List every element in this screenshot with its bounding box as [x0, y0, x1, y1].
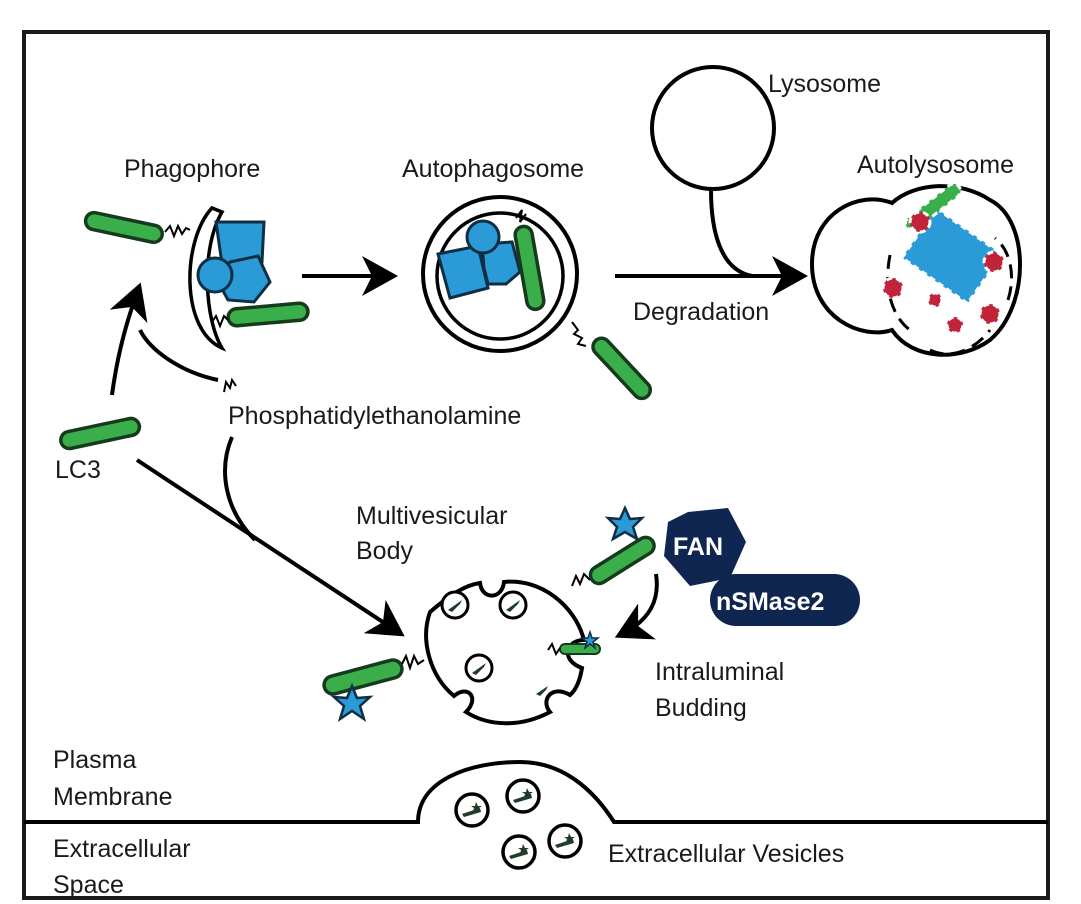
label-fan: FAN: [673, 533, 723, 561]
pe-linker-icon: [571, 572, 591, 587]
cargo-star: [604, 504, 646, 542]
extracellular-vesicle: [454, 792, 490, 828]
extracellular-vesicle: [505, 778, 541, 814]
extracellular-vesicle: [501, 834, 537, 870]
cargo-circle: [196, 256, 234, 294]
nsmase2-protein: [710, 574, 860, 626]
lysosome: [650, 65, 776, 191]
lc3-rod: [83, 210, 164, 245]
cargo-hexagon: [480, 240, 522, 286]
label-plasma-line2: Membrane: [53, 783, 173, 811]
lysosome-fusion-path: [709, 189, 753, 278]
label-extracellular-line1: Extracellular: [53, 835, 191, 863]
multivesicular-body: [424, 579, 601, 726]
pe-conjugation-curve-top: [138, 329, 219, 382]
extracellular-vesicle: [547, 823, 583, 859]
label-budding-line2: Budding: [655, 694, 747, 722]
label-nsmase2: nSMase2: [716, 588, 824, 616]
label-mvb-line1: Multivesicular: [356, 502, 507, 530]
budding-cargo-star: [579, 629, 601, 651]
degraded-fragment: [982, 250, 1006, 274]
label-lc3: LC3: [55, 456, 101, 484]
lc3-rod: [588, 535, 656, 586]
label-extracellular-line2: Space: [53, 871, 124, 899]
phagophore: [83, 205, 310, 352]
pe-linker-icon: [515, 209, 527, 223]
degraded-cargo: [881, 182, 1006, 335]
cargo-circle: [465, 219, 501, 255]
pe-linker-icon: [547, 641, 561, 657]
cell-boundary-frame: [22, 30, 1050, 900]
lc3-free-rod: [59, 416, 142, 451]
extracellular-vesicles: [454, 778, 583, 870]
label-autophagosome: Autophagosome: [402, 155, 584, 183]
label-budding-line1: Intraluminal: [655, 658, 784, 686]
arrow-lc3-to-mvb: [135, 458, 405, 637]
pe-conjugation-curve-bottom: [223, 436, 257, 542]
pe-linker-icon: [401, 653, 425, 672]
pe-lipid-icon: [223, 377, 237, 393]
cargo-square: [436, 244, 490, 300]
degraded-fragment: [945, 315, 965, 335]
arrow-lc3-to-phagophore: [109, 282, 148, 396]
pe-linker-icon: [164, 223, 191, 239]
vesicle-cargo-icons: [448, 600, 548, 696]
degrading-autophagosome-membrane: [886, 236, 1014, 356]
degraded-fragment: [978, 302, 1002, 326]
lc3-rod: [226, 301, 310, 328]
label-autolysosome: Autolysosome: [857, 151, 1014, 179]
label-phosphatidylethanolamine: Phosphatidylethanolamine: [228, 402, 521, 430]
label-mvb-line2: Body: [356, 537, 413, 565]
label-degradation: Degradation: [633, 298, 769, 326]
label-plasma-line1: Plasma: [53, 746, 136, 774]
mvb-membrane: [424, 579, 587, 726]
pe-linker-icon: [571, 321, 587, 347]
label-extracellular-vesicles: Extracellular Vesicles: [608, 840, 844, 868]
cargo-star: [330, 682, 374, 722]
lc3-rod: [322, 658, 404, 696]
arrow-intraluminal-budding: [614, 573, 659, 640]
degraded-fragment: [881, 276, 905, 300]
autolysosome: [809, 182, 1022, 357]
label-lysosome: Lysosome: [768, 70, 881, 98]
lc3-rod: [591, 336, 653, 401]
fan-protein: [664, 508, 746, 586]
degraded-fragment: [908, 210, 932, 234]
degraded-cargo-blue: [899, 206, 1005, 306]
label-phagophore: Phagophore: [124, 155, 260, 183]
autophagosome: [421, 195, 653, 401]
pe-linker-icon: [211, 313, 229, 329]
degraded-fragment: [926, 291, 944, 309]
plasma-membrane: [24, 759, 1048, 824]
lc3-rod: [513, 224, 546, 312]
